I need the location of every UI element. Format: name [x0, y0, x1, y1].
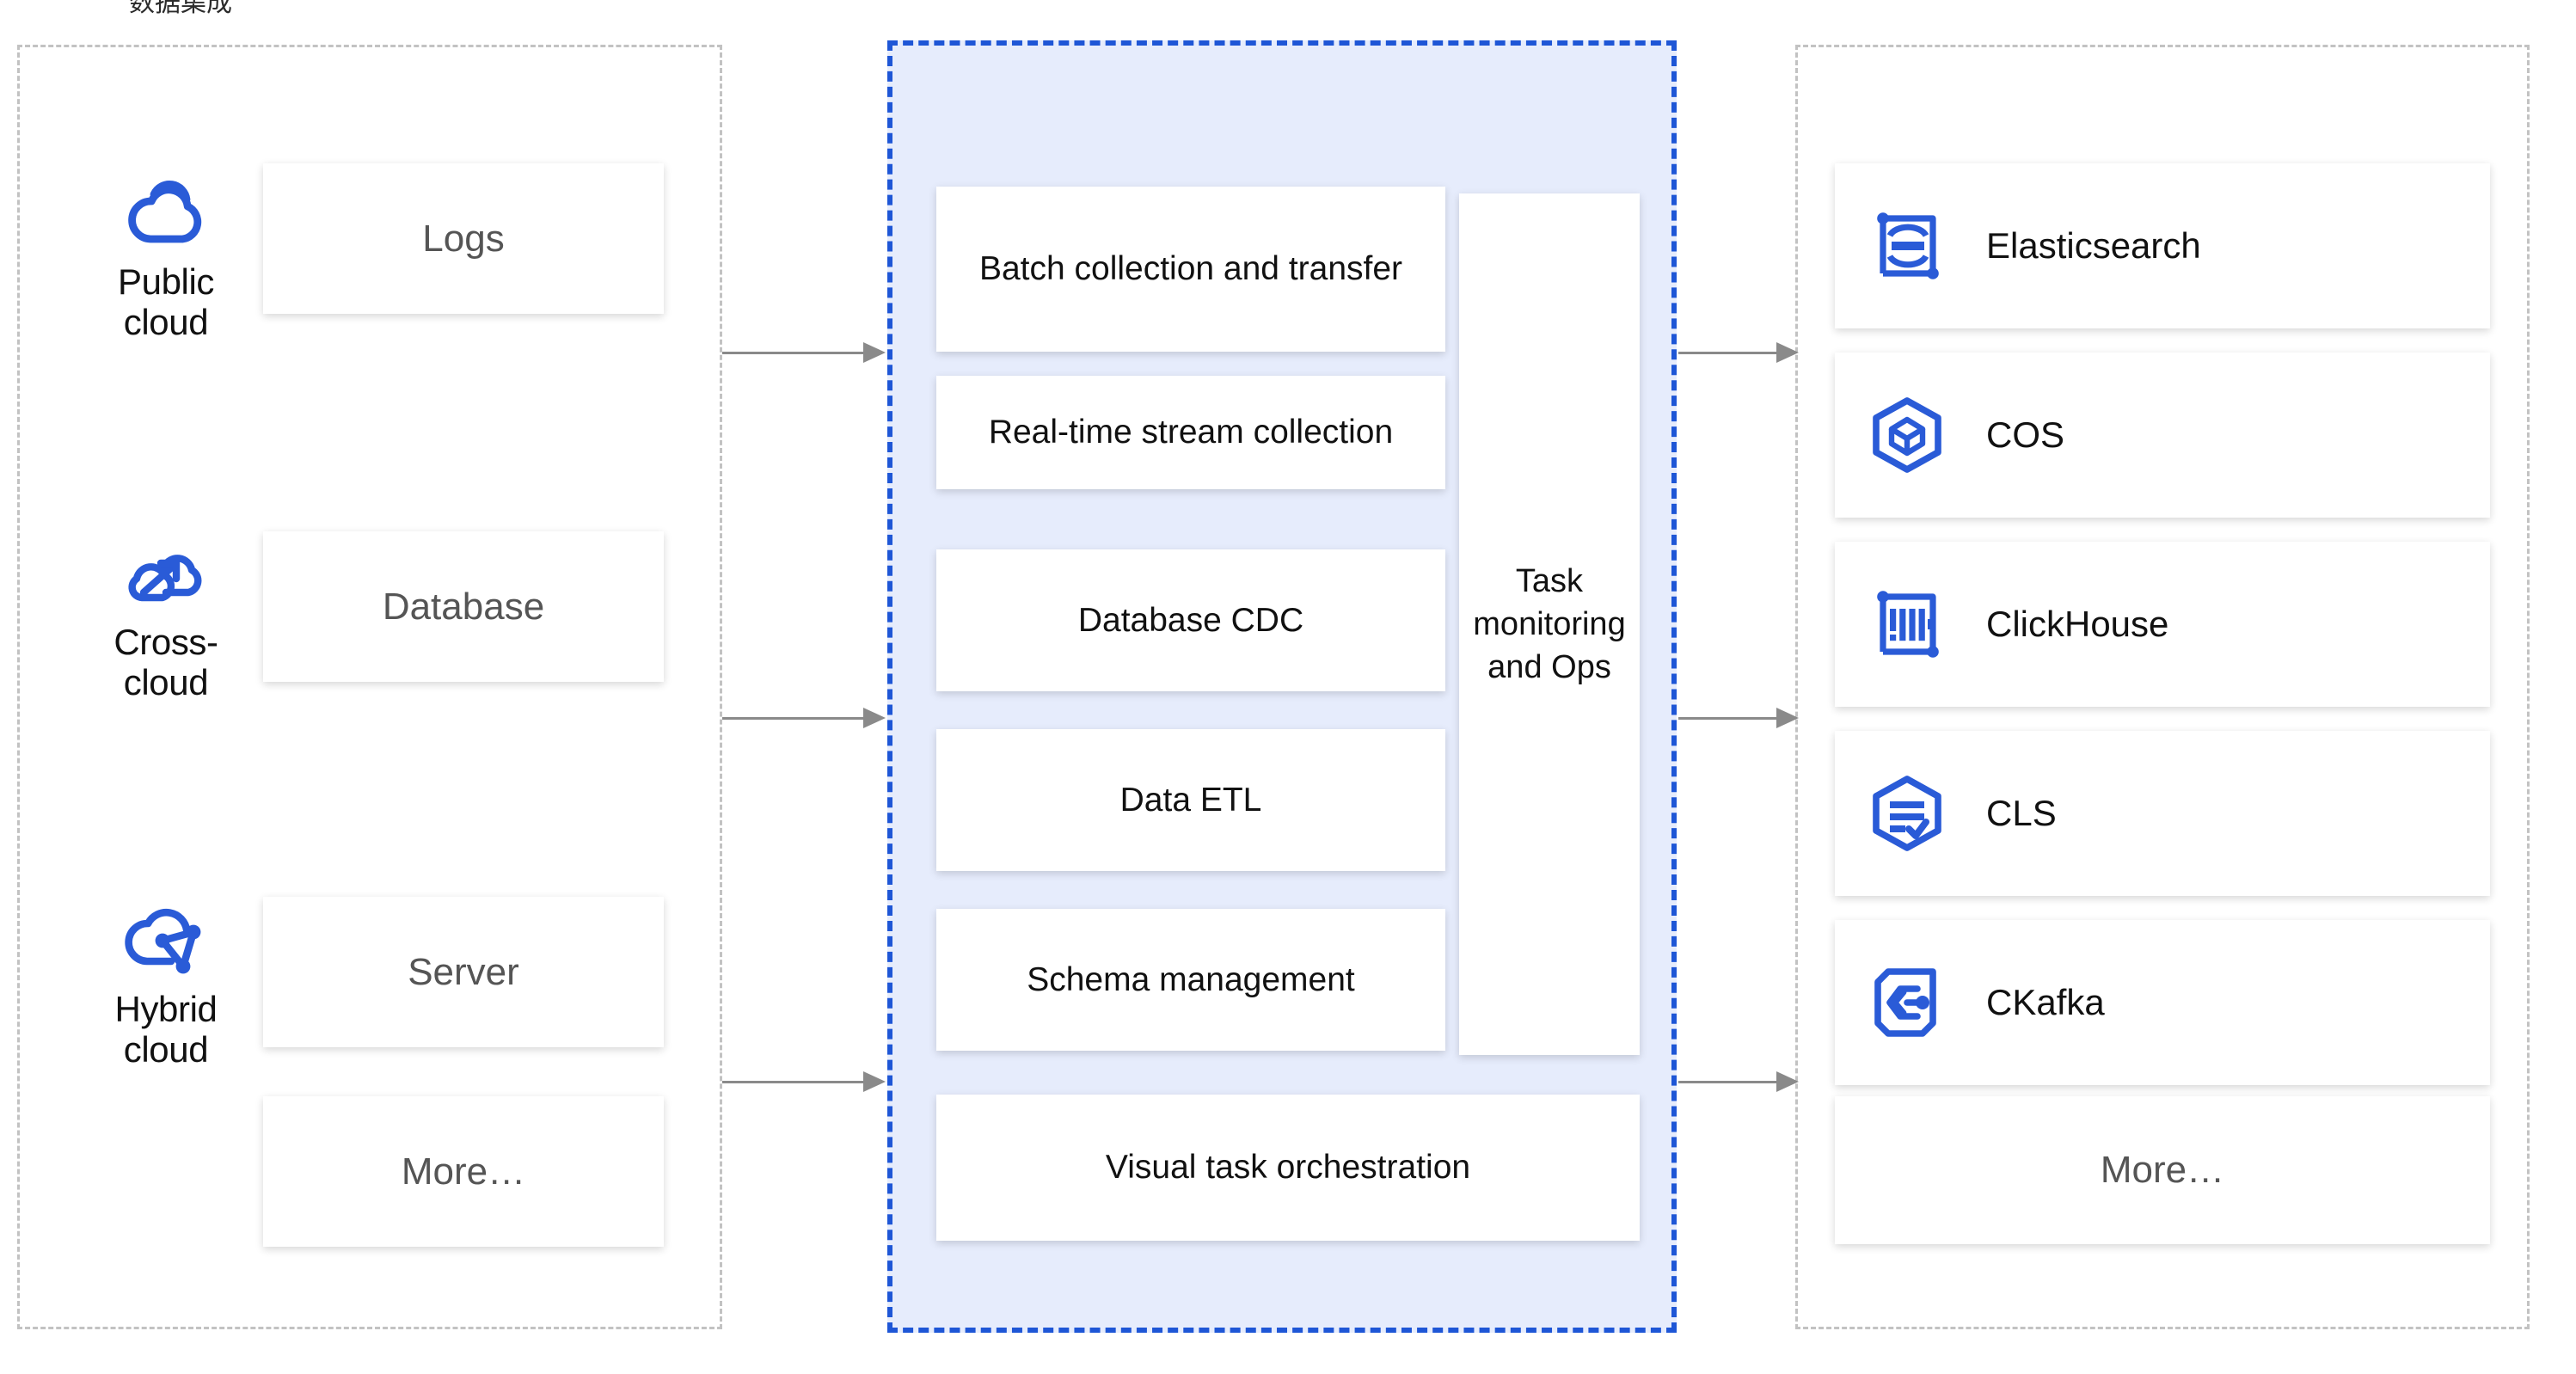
target-card-cos[interactable]: COS: [1835, 353, 2490, 518]
card-label: Logs: [422, 217, 505, 260]
pipeline-card-realtime-stream[interactable]: Real-time stream collection: [936, 376, 1445, 489]
clickhouse-icon: [1877, 591, 1939, 658]
card-label: More…: [401, 1150, 526, 1193]
target-card-clickhouse[interactable]: ClickHouse: [1835, 542, 2490, 707]
pipeline-card-visual-task-orchestration[interactable]: Visual task orchestration: [936, 1095, 1640, 1241]
target-card-more[interactable]: More…: [1835, 1096, 2490, 1244]
card-label: Server: [408, 950, 519, 993]
source-card-server[interactable]: Server: [263, 897, 664, 1047]
pipeline-card-task-monitoring-ops[interactable]: Task monitoring and Ops: [1459, 193, 1640, 1055]
pipeline-card-batch-collection[interactable]: Batch collection and transfer: [936, 187, 1445, 352]
card-label: CLS: [1986, 793, 2057, 833]
hybrid-cloud-icon: [125, 908, 201, 974]
card-label: Elasticsearch: [1986, 225, 2201, 266]
pipeline-card-database-cdc[interactable]: Database CDC: [936, 549, 1445, 691]
pipeline-card-schema-management[interactable]: Schema management: [936, 909, 1445, 1051]
card-label: More…: [2100, 1149, 2225, 1191]
cls-icon: [1873, 776, 1941, 851]
arrow-source-to-pipeline-1: [722, 335, 886, 370]
arrow-source-to-pipeline-3: [722, 1064, 886, 1099]
source-group-public-cloud: Public cloud: [93, 163, 239, 342]
top-caption: 数据集成: [129, 0, 232, 17]
source-group-cross-cloud: Cross-cloud: [93, 529, 239, 702]
card-label: Batch collection and transfer: [978, 250, 1403, 287]
arrow-pipeline-to-target-3: [1678, 1064, 1799, 1099]
cos-icon: [1873, 397, 1941, 473]
card-label: CKafka: [1986, 982, 2105, 1022]
elasticsearch-icon: [1877, 212, 1939, 279]
card-label: Real-time stream collection: [988, 414, 1394, 451]
card-label: Data ETL: [1119, 781, 1262, 819]
card-label: Task monitoring and Ops: [1473, 562, 1626, 686]
targets-panel: [1795, 45, 2530, 1329]
target-card-ckafka[interactable]: CKafka: [1835, 920, 2490, 1085]
source-group-label: Public cloud: [118, 261, 214, 343]
card-label: COS: [1986, 414, 2065, 455]
sources-panel: [17, 45, 722, 1329]
source-group-label: Cross-cloud: [113, 622, 218, 703]
card-label: Database CDC: [1077, 601, 1304, 639]
target-card-cls[interactable]: CLS: [1835, 731, 2490, 896]
arrow-pipeline-to-target-1: [1678, 335, 1799, 370]
source-group-label: Hybrid cloud: [114, 989, 218, 1070]
source-card-more[interactable]: More…: [263, 1096, 664, 1247]
card-label: ClickHouse: [1986, 604, 2169, 644]
ckafka-icon: [1874, 968, 1936, 1037]
arrow-source-to-pipeline-2: [722, 701, 886, 735]
card-label: Database: [382, 585, 545, 628]
source-card-database[interactable]: Database: [263, 531, 664, 682]
card-label: Visual task orchestration: [1105, 1149, 1471, 1186]
cloud-icon: [128, 181, 202, 243]
cross-cloud-icon: [128, 555, 202, 602]
target-card-elasticsearch[interactable]: Elasticsearch: [1835, 163, 2490, 328]
source-card-logs[interactable]: Logs: [263, 163, 664, 314]
pipeline-card-data-etl[interactable]: Data ETL: [936, 729, 1445, 871]
arrow-pipeline-to-target-2: [1678, 701, 1799, 735]
source-group-hybrid-cloud: Hybrid cloud: [93, 894, 239, 1070]
card-label: Schema management: [1027, 960, 1355, 998]
